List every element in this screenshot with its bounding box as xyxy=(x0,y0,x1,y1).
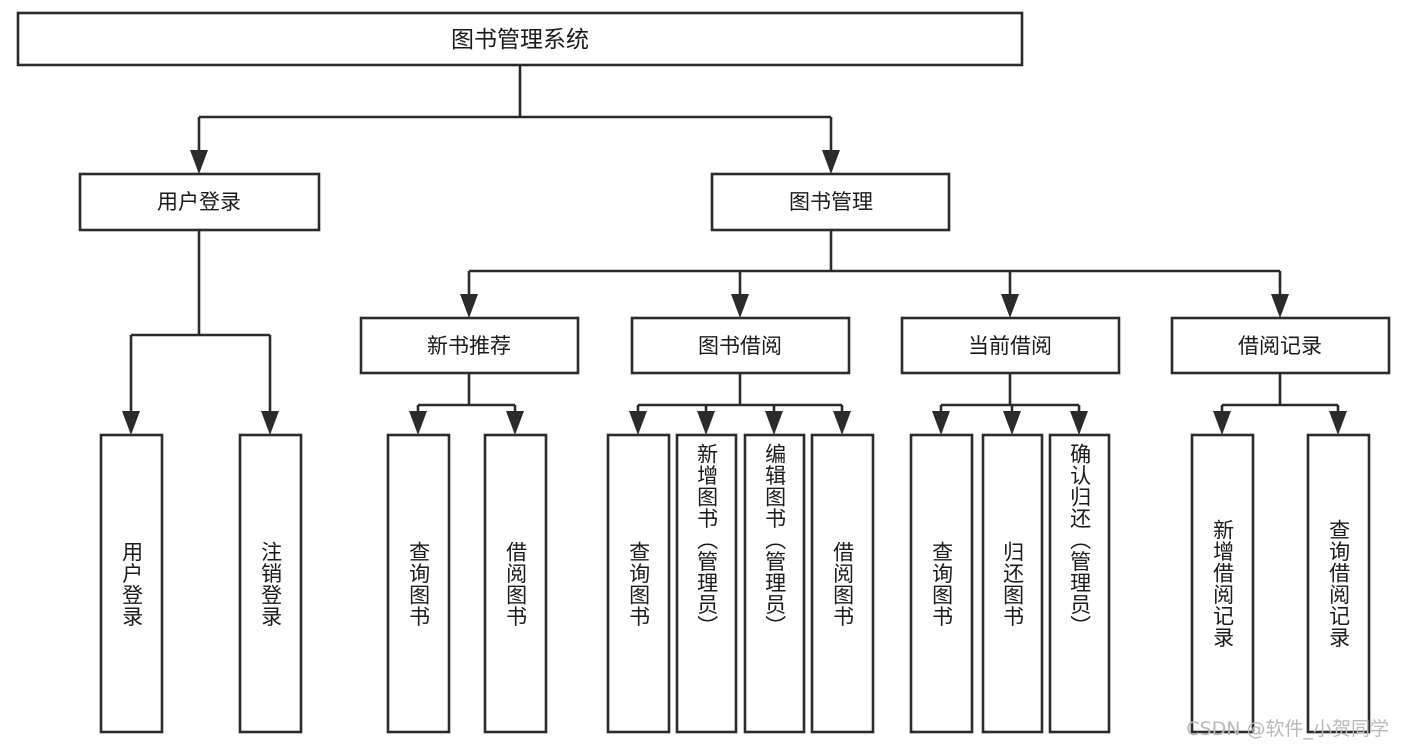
node-label-borrow-record: 借阅记录 xyxy=(1238,334,1322,358)
arrow-head-book-manage xyxy=(822,150,840,174)
arrow-head-new-book-recommend xyxy=(460,294,478,318)
node-box-borrow-record[interactable] xyxy=(1170,316,1391,375)
node-label-new-book-recommend: 新书推荐 xyxy=(427,334,511,358)
arrow-head-leaf-query-book-borrow xyxy=(629,411,647,435)
node-box-current-borrow[interactable] xyxy=(900,316,1121,375)
node-box-leaf-logout[interactable] xyxy=(238,433,303,734)
node-box-leaf-return-book[interactable] xyxy=(981,433,1044,734)
arrow-head-leaf-borrow-book-recommend xyxy=(506,411,524,435)
node-label-book-manage: 图书管理 xyxy=(789,190,873,214)
arrow-head-user-login xyxy=(190,150,208,174)
node-box-leaf-add-borrow-record[interactable] xyxy=(1190,433,1255,734)
node-label-current-borrow: 当前借阅 xyxy=(968,334,1052,358)
node-box-book-borrow[interactable] xyxy=(630,316,851,375)
arrow-head-book-borrow xyxy=(731,294,749,318)
nodes-layer: 图书管理系统 用户登录 图书管理 新书推荐 图书借阅 当前借阅 借阅记录 xyxy=(16,11,1391,734)
node-box-leaf-user-login[interactable] xyxy=(99,433,164,734)
node-box-leaf-query-book-borrow[interactable] xyxy=(606,433,671,734)
node-box-book-manage[interactable] xyxy=(710,172,951,232)
node-box-user-login[interactable] xyxy=(78,172,321,232)
node-box-leaf-edit-book[interactable] xyxy=(743,433,806,734)
node-box-leaf-query-book-recommend[interactable] xyxy=(386,433,451,734)
node-box-new-book-recommend[interactable] xyxy=(359,316,580,375)
node-box-leaf-query-borrow-record[interactable] xyxy=(1306,433,1371,734)
node-label-user-login: 用户登录 xyxy=(157,190,241,214)
node-box-leaf-borrow-book[interactable] xyxy=(810,433,875,734)
node-label-book-borrow: 图书借阅 xyxy=(698,334,782,358)
arrow-head-leaf-add-book xyxy=(697,411,715,435)
node-box-leaf-borrow-book-recommend[interactable] xyxy=(483,433,548,734)
arrow-head-leaf-user-login xyxy=(122,411,140,435)
arrow-head-leaf-query-book-recommend xyxy=(409,411,427,435)
arrow-head-leaf-return-book xyxy=(1003,411,1021,435)
arrow-head-leaf-query-borrow-record xyxy=(1329,411,1347,435)
arrow-head-leaf-borrow-book xyxy=(833,411,851,435)
arrow-head-leaf-logout xyxy=(261,411,279,435)
connectors-layer xyxy=(122,65,1347,435)
arrow-head-leaf-confirm-return xyxy=(1070,411,1088,435)
node-label-root: 图书管理系统 xyxy=(451,27,589,53)
node-box-root[interactable] xyxy=(16,11,1024,67)
arrow-head-current-borrow xyxy=(1001,294,1019,318)
node-box-leaf-add-book[interactable] xyxy=(675,433,738,734)
arrow-head-leaf-query-book-current xyxy=(932,411,950,435)
arrow-head-leaf-add-borrow-record xyxy=(1213,411,1231,435)
node-box-leaf-query-book-current[interactable] xyxy=(909,433,974,734)
arrow-head-leaf-edit-book xyxy=(765,411,783,435)
arrow-head-borrow-record xyxy=(1271,294,1289,318)
node-box-leaf-confirm-return[interactable] xyxy=(1048,433,1111,734)
